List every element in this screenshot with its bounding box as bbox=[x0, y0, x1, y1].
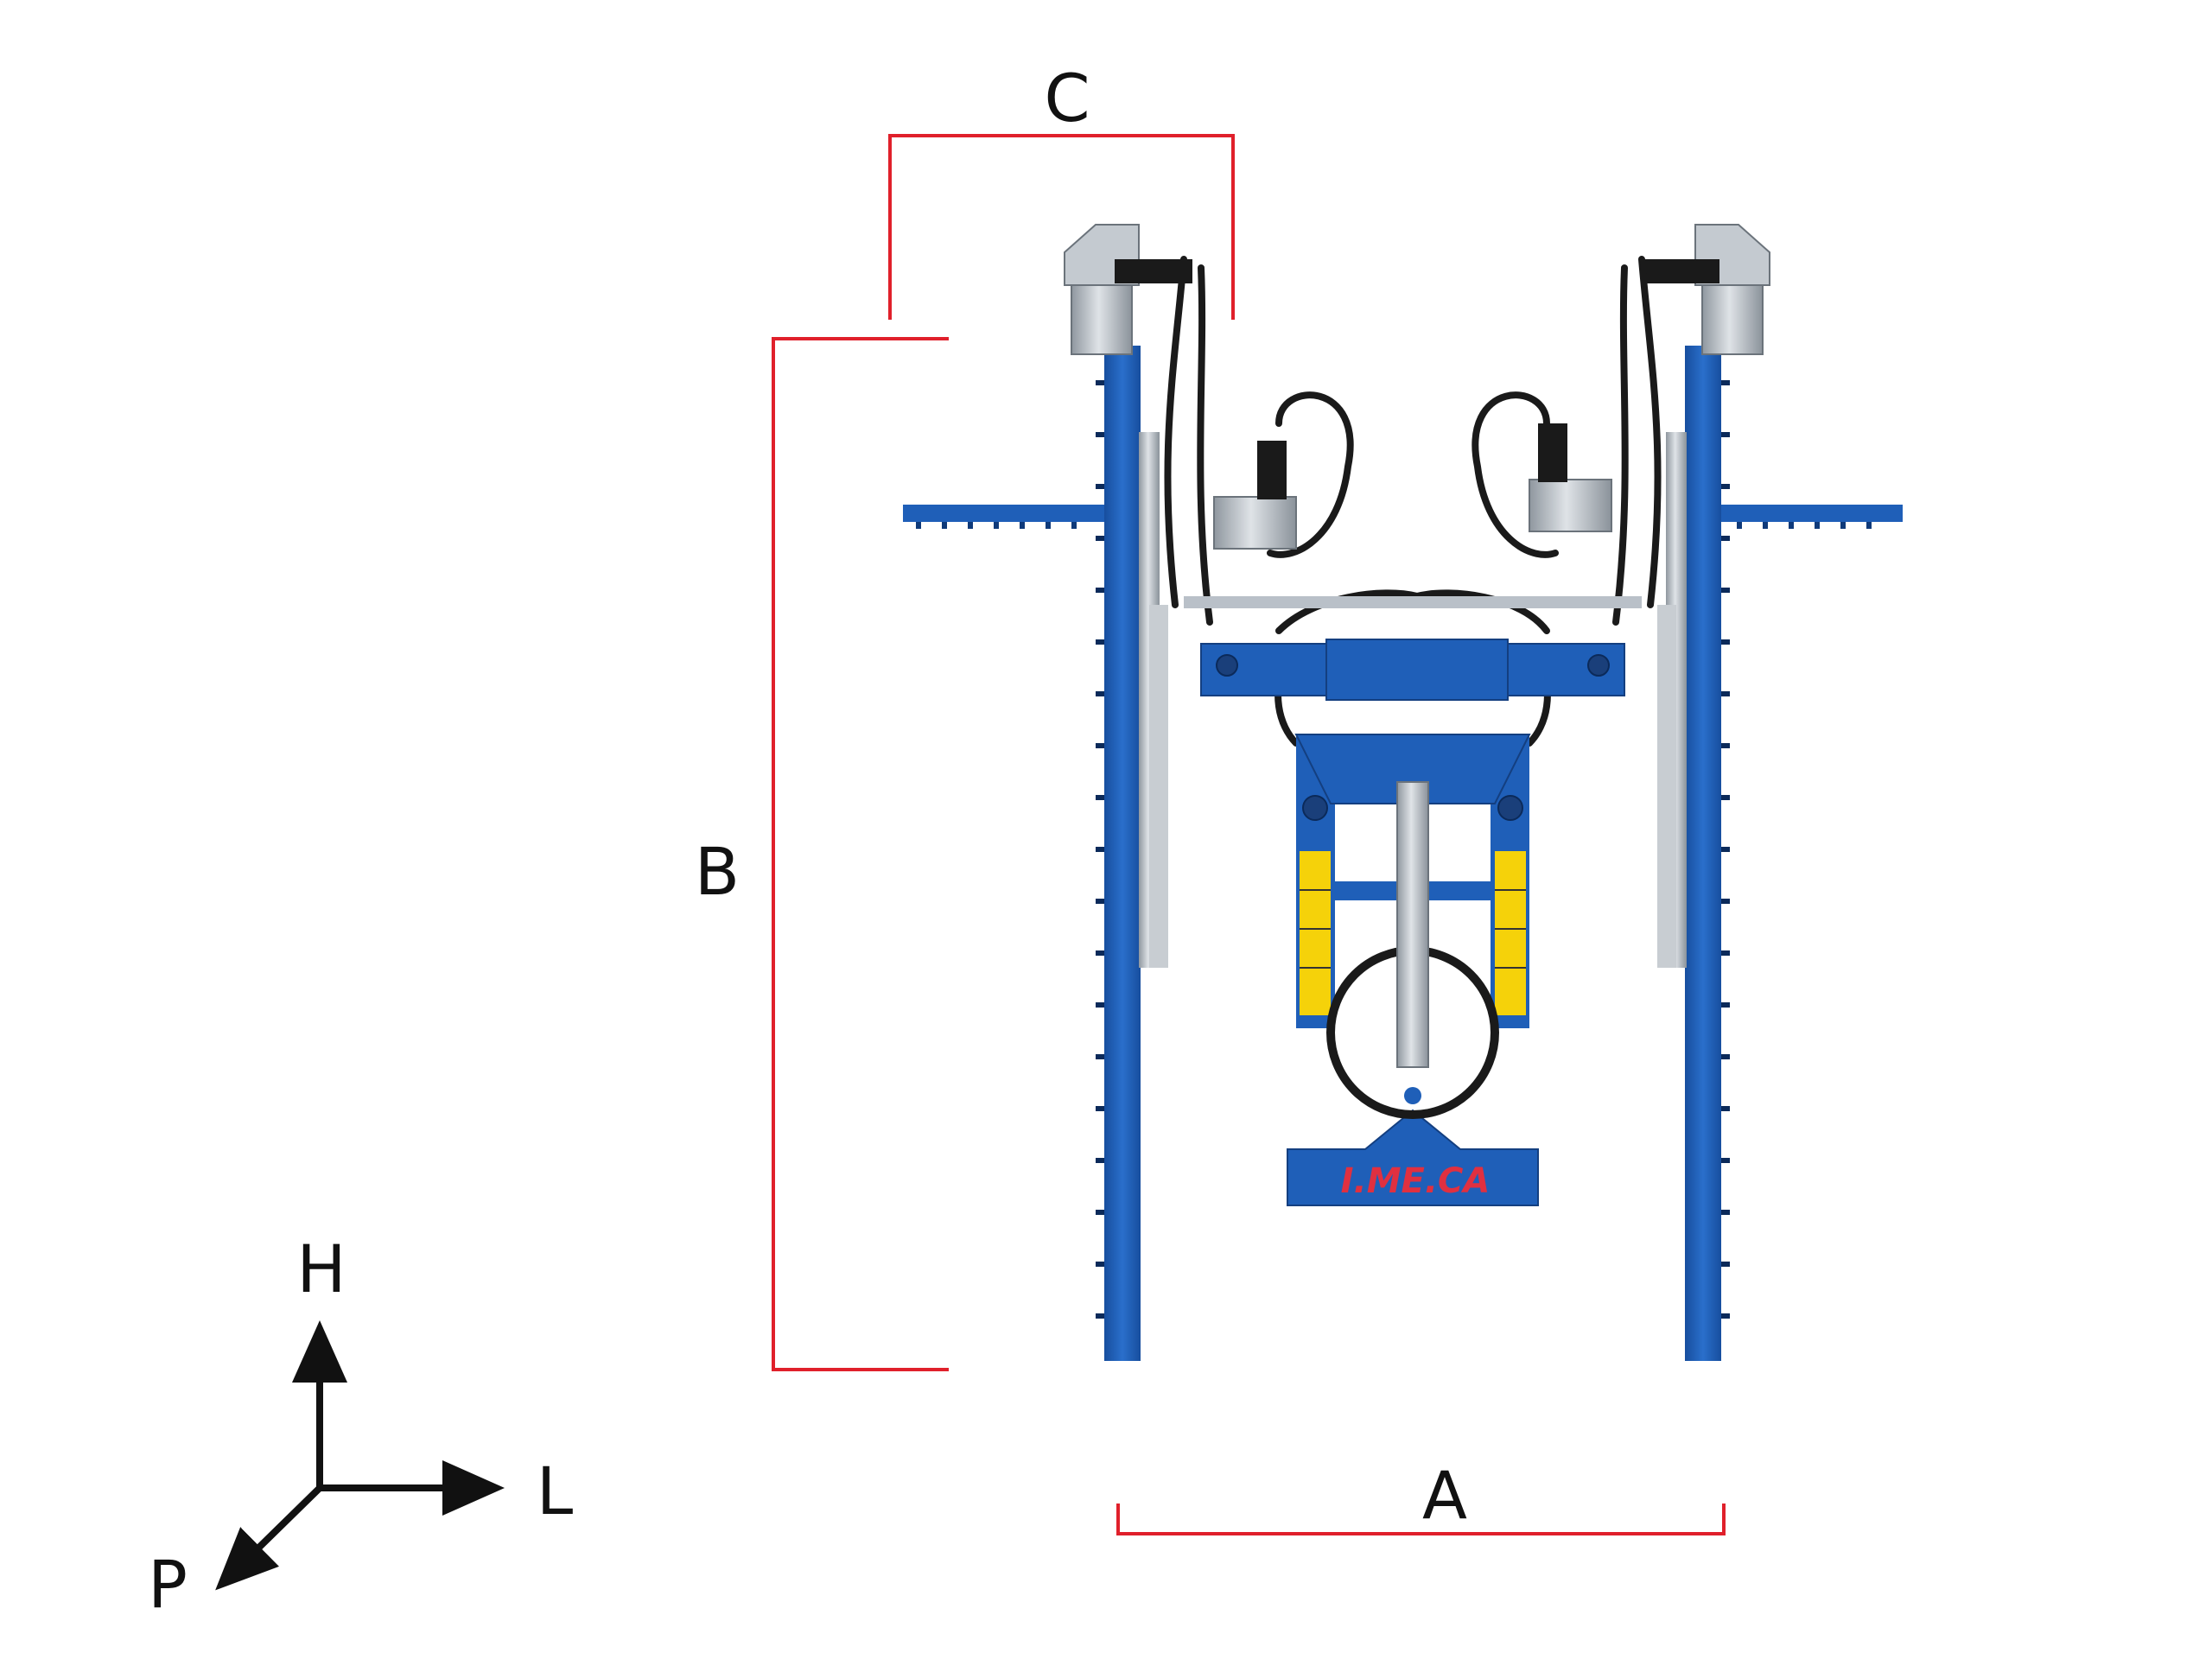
axis-l-label: L bbox=[537, 1453, 573, 1529]
dimension-b: B bbox=[695, 337, 949, 1371]
warning-decal-lines bbox=[1300, 889, 1526, 969]
dimension-c-label: C bbox=[1044, 60, 1090, 137]
dimension-c: C bbox=[888, 60, 1235, 320]
central-block bbox=[1325, 639, 1509, 701]
dimension-a-label: A bbox=[1422, 1457, 1467, 1534]
axis-h-label: H bbox=[296, 1230, 346, 1307]
left-motor-housing bbox=[1064, 224, 1192, 355]
cylinder-pivot bbox=[1404, 1087, 1421, 1104]
machine-illustration: I.ME.CA bbox=[903, 224, 1903, 1361]
left-solenoid bbox=[1257, 441, 1287, 499]
right-lift-cylinder bbox=[1657, 605, 1676, 968]
dimension-b-bracket bbox=[772, 337, 949, 1371]
right-motor-housing bbox=[1642, 224, 1770, 355]
left-warning-decal bbox=[1300, 851, 1331, 1015]
right-solenoid bbox=[1538, 423, 1567, 482]
dimension-a-bracket bbox=[1116, 1504, 1726, 1535]
right-cutter-bar bbox=[1685, 346, 1721, 1361]
hitch-upper-plate bbox=[1294, 734, 1531, 804]
left-lift-cylinder bbox=[1149, 605, 1168, 968]
brand-label: I.ME.CA bbox=[1341, 1161, 1491, 1201]
right-warning-decal bbox=[1495, 851, 1526, 1015]
axis-p-label: P bbox=[148, 1546, 188, 1623]
axis-p-arrow bbox=[215, 1485, 322, 1591]
central-tube bbox=[1184, 596, 1642, 608]
right-side-arm bbox=[1694, 505, 1903, 522]
left-cutter-teeth bbox=[1096, 380, 1104, 1319]
left-valve-block bbox=[1213, 496, 1297, 550]
pivot-bolts bbox=[1216, 654, 1610, 821]
right-valve-block bbox=[1529, 479, 1612, 532]
dimension-b-label: B bbox=[695, 833, 740, 910]
right-cutter-teeth bbox=[1721, 380, 1730, 1319]
left-cutter-bar bbox=[1104, 346, 1141, 1361]
central-cylinder bbox=[1396, 781, 1429, 1068]
side-arm-teeth bbox=[916, 522, 1872, 529]
dimension-c-bracket bbox=[888, 134, 1235, 320]
hitch-lower-plate bbox=[1287, 1109, 1539, 1206]
dimension-a: A bbox=[1116, 1457, 1726, 1535]
axis-triad: H L P bbox=[148, 1230, 573, 1623]
left-side-arm bbox=[903, 505, 1110, 522]
